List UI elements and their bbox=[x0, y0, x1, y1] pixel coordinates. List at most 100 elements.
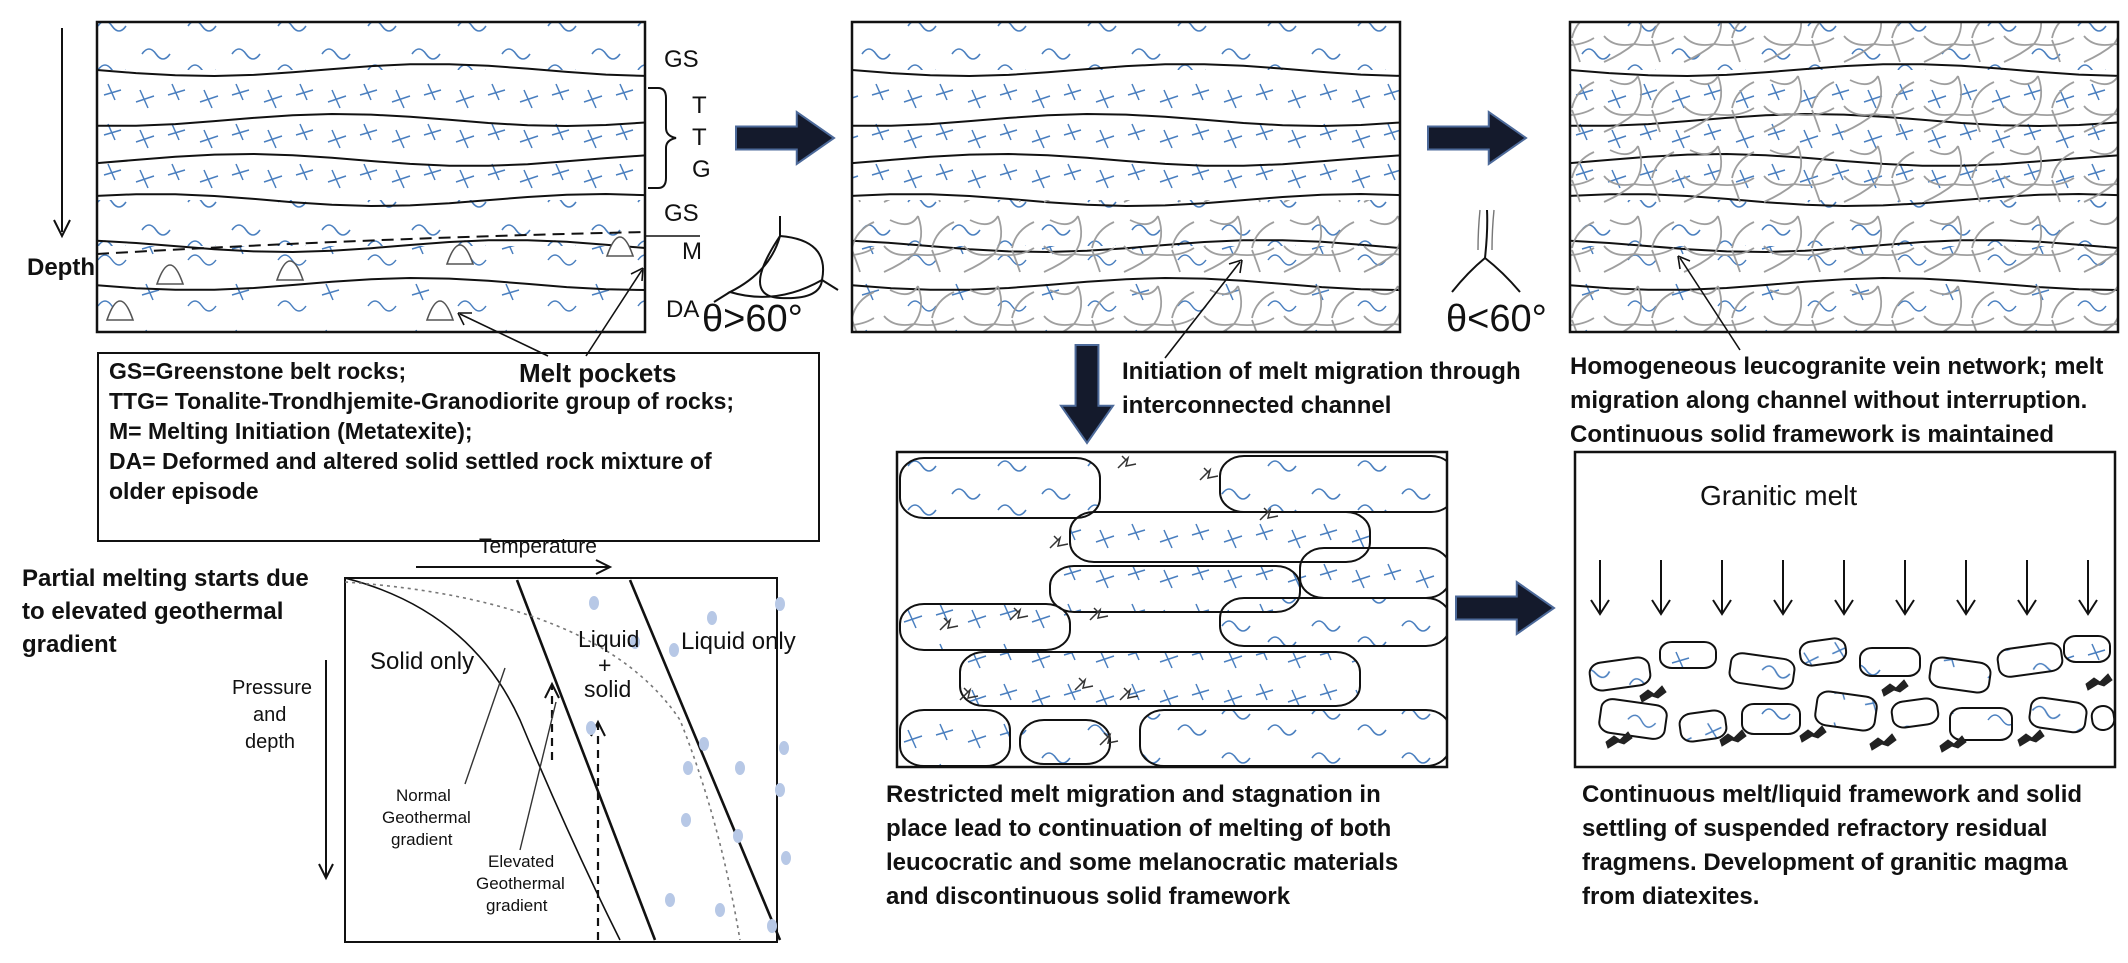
melt-pocket bbox=[445, 244, 475, 265]
melanocratic-shred bbox=[1939, 735, 1967, 753]
acute-grain-edges bbox=[1477, 209, 1495, 251]
panel-1-layered-crust bbox=[53, 20, 839, 357]
rock-layers bbox=[97, 22, 645, 332]
rock-layer bbox=[97, 70, 645, 120]
phase-liquid-solid-1: Liquid bbox=[578, 626, 640, 652]
caption-panel-3: Homogeneous leucogranite vein network; m… bbox=[1570, 353, 2104, 448]
process-arrow bbox=[1427, 110, 1528, 166]
liquid-dot bbox=[586, 721, 596, 735]
rock-layers bbox=[852, 22, 1400, 332]
pointer-head-vein bbox=[1677, 255, 1691, 270]
layer-boundary bbox=[97, 192, 645, 208]
liquid-dot bbox=[665, 893, 675, 907]
liquid-dot bbox=[779, 741, 789, 755]
phase-elevated-2: Geothermal bbox=[476, 874, 565, 893]
temperature-arrow-head bbox=[595, 559, 613, 575]
phase-elevated-1: Elevated bbox=[488, 852, 555, 871]
panel-frame bbox=[95, 20, 647, 334]
melt-migration-tick bbox=[1119, 687, 1139, 701]
phase-normal-3: gradient bbox=[391, 830, 453, 849]
label-da: DA bbox=[666, 296, 700, 323]
melt-front-dashed bbox=[97, 231, 645, 255]
obtuse-stem-left bbox=[713, 291, 731, 303]
refractory-fragment bbox=[2090, 704, 2116, 732]
label-ttg-t2: T bbox=[692, 124, 707, 151]
pointer-head-channel bbox=[1228, 259, 1243, 274]
label-melt-pockets: Melt pockets bbox=[519, 358, 677, 388]
melt-migration-tick bbox=[1009, 607, 1029, 621]
refractory-fragment bbox=[1659, 641, 1717, 669]
melt-migration-tick bbox=[1099, 732, 1119, 746]
pressure-arrow-head bbox=[318, 863, 334, 881]
liquid-dot bbox=[630, 635, 640, 649]
melt-migration-tick bbox=[1049, 535, 1069, 549]
rock-layer bbox=[97, 160, 645, 200]
layer-boundary bbox=[97, 63, 645, 78]
solid-lens bbox=[1019, 719, 1111, 765]
liquid-dot bbox=[715, 903, 725, 917]
liquid-dot bbox=[775, 597, 785, 611]
pointer-head-2 bbox=[630, 267, 644, 282]
phase-liquid-only: Liquid only bbox=[681, 628, 796, 655]
layer-boundary bbox=[852, 112, 1400, 128]
panel-frame bbox=[1573, 450, 2117, 769]
phase-normal-2: Geothermal bbox=[382, 808, 471, 827]
settling-arrow-head bbox=[1712, 599, 1732, 616]
lenses-group bbox=[897, 452, 1447, 767]
settling-arrow-head bbox=[2017, 599, 2037, 616]
solid-lens bbox=[1069, 511, 1371, 563]
panel-3-vein-network bbox=[1568, 20, 2120, 351]
refractory-fragment bbox=[2063, 635, 2111, 663]
melanocratic-shred bbox=[1881, 679, 1909, 697]
phase-solid-only: Solid only bbox=[370, 648, 475, 675]
normal-geotherm bbox=[345, 578, 621, 941]
label-gs-top: GS bbox=[664, 46, 699, 73]
label-m: M bbox=[682, 238, 702, 265]
settling-arrow-head bbox=[1956, 599, 1976, 616]
phase-diagram bbox=[318, 559, 791, 943]
ttg-bracket bbox=[648, 87, 677, 189]
liquid-dot bbox=[669, 643, 679, 657]
melanocratic-shred bbox=[2085, 673, 2113, 691]
elevated-geotherm bbox=[345, 581, 741, 941]
legend-line-m: M= Melting Initiation (Metatexite); bbox=[109, 418, 473, 444]
phase-temperature-label: Temperature bbox=[479, 535, 597, 558]
label-depth: Depth bbox=[27, 254, 95, 281]
refractory-fragment bbox=[1996, 642, 2064, 678]
process-arrows bbox=[735, 110, 1556, 636]
melanocratic-shred bbox=[1719, 729, 1747, 747]
pointer-normal bbox=[464, 667, 506, 785]
phase-pressure-line3: depth bbox=[245, 731, 296, 753]
panel-2-melt-initiation bbox=[850, 20, 1521, 359]
rock-layer bbox=[852, 160, 1400, 200]
caption-panel-5: Continuous melt/liquid framework and sol… bbox=[1582, 781, 2083, 910]
refractory-fragment bbox=[1741, 703, 1801, 735]
panel-frame bbox=[1568, 20, 2120, 334]
solid-lens bbox=[959, 651, 1361, 707]
liquid-dot bbox=[707, 611, 717, 625]
obtuse-stem-right bbox=[821, 279, 839, 291]
refractory-fragment bbox=[1814, 690, 1878, 732]
phase-normal-1: Normal bbox=[396, 786, 451, 805]
rock-layer bbox=[97, 284, 645, 332]
settling-arrow-head bbox=[1834, 599, 1854, 616]
liquid-dot bbox=[681, 813, 691, 827]
process-arrow bbox=[1455, 580, 1556, 636]
melt-pocket bbox=[425, 300, 455, 321]
refractory-fragment bbox=[1859, 647, 1921, 677]
obtuse-grain-wedge bbox=[727, 235, 823, 298]
melt-migration-tick bbox=[939, 617, 959, 631]
pointer-melt-1 bbox=[459, 313, 549, 357]
refractory-fragment bbox=[1728, 652, 1796, 690]
melt-vein-network bbox=[852, 200, 1400, 332]
panel-frame bbox=[850, 20, 1402, 334]
solid-lens bbox=[1139, 709, 1447, 767]
melanocratic-shred bbox=[1639, 685, 1667, 703]
layer-boundary bbox=[97, 152, 645, 167]
phase-pressure-line1: Pressure bbox=[232, 677, 313, 699]
liquid-dot bbox=[699, 737, 709, 751]
melt-migration-tick bbox=[1117, 455, 1137, 469]
phase-curves bbox=[345, 578, 741, 941]
rock-layer bbox=[97, 246, 645, 284]
